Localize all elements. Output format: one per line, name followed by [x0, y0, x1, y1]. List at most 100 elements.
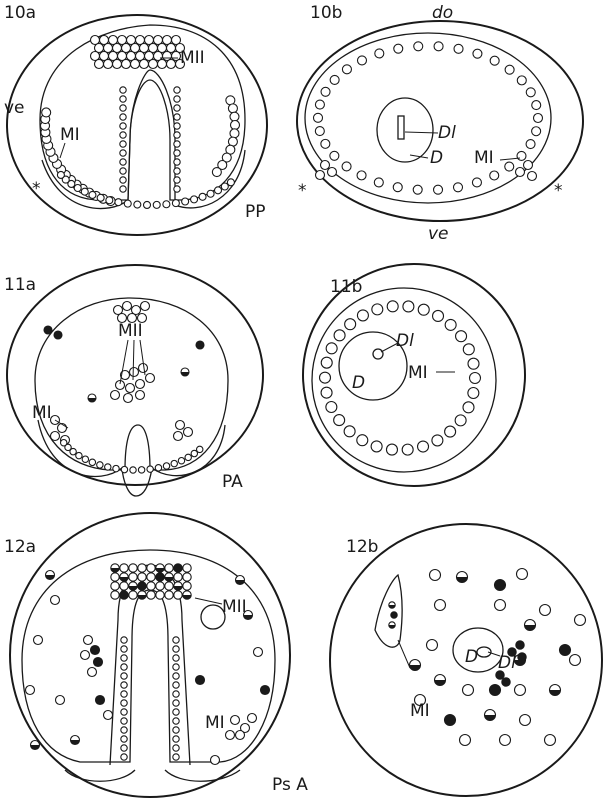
cell [520, 715, 531, 726]
cell [88, 668, 97, 677]
cell [182, 198, 189, 205]
label-d-10b: D [430, 148, 443, 168]
stage-label-pp: PP [245, 202, 266, 222]
cell [315, 100, 324, 109]
mesoderm-cells-10b [314, 42, 543, 194]
cell-shading [457, 577, 468, 583]
cell [156, 582, 164, 590]
cell [26, 686, 35, 695]
cell [120, 123, 126, 129]
cell [456, 331, 467, 342]
figure-number-11a: 11a [4, 275, 36, 295]
nucleus-d-10b [377, 98, 433, 162]
cell [97, 462, 103, 468]
cell [147, 564, 155, 572]
cell [121, 637, 127, 643]
cell [173, 700, 179, 706]
cell [191, 196, 198, 203]
cell [167, 60, 176, 69]
cell [120, 564, 128, 572]
cell [570, 655, 581, 666]
cell [502, 678, 510, 686]
label-m1-12a: MI [205, 713, 225, 733]
label-do-10b: do [432, 3, 453, 23]
cell [174, 168, 180, 174]
cell [147, 573, 155, 581]
cell [130, 467, 136, 473]
cell [138, 573, 146, 581]
figure-number-12a: 12a [4, 537, 36, 557]
cell [230, 129, 239, 138]
cell [321, 387, 332, 398]
cell [120, 141, 126, 147]
cell [374, 178, 383, 187]
cell [104, 60, 113, 69]
cell [120, 150, 126, 156]
cell [231, 121, 240, 130]
cell [178, 457, 184, 463]
cell [121, 691, 127, 697]
label-m2-11a: MII [118, 321, 143, 341]
cell [124, 394, 133, 403]
cell [136, 380, 145, 389]
cell [386, 444, 397, 455]
label-m1-10a: MI [60, 125, 80, 145]
cell [326, 343, 337, 354]
stage-label-pa: PA [222, 472, 243, 492]
cell [97, 194, 104, 201]
cell [174, 105, 180, 111]
cell [517, 569, 528, 580]
cell [147, 582, 155, 590]
cell [131, 60, 140, 69]
cell [524, 161, 533, 170]
cell [183, 573, 191, 581]
cell [120, 159, 126, 165]
cell [468, 387, 479, 398]
cell [413, 185, 422, 194]
figure-11a: 11a MII MI [4, 265, 263, 496]
cell [418, 441, 429, 452]
cell [393, 183, 402, 192]
cell [121, 745, 127, 751]
cell [74, 185, 81, 192]
cell [51, 596, 60, 605]
cell [120, 168, 126, 174]
cell [111, 591, 119, 599]
cell [173, 754, 179, 760]
cell [515, 685, 526, 696]
cell [130, 368, 139, 377]
cell [174, 96, 180, 102]
outer-membrane-12a [10, 513, 290, 797]
cell [528, 172, 537, 181]
cell [185, 454, 191, 460]
cell [230, 112, 239, 121]
cell [89, 191, 96, 198]
cell [434, 185, 443, 194]
leader-line [500, 158, 520, 160]
cell [121, 718, 127, 724]
cell [344, 426, 355, 437]
cell [345, 319, 356, 330]
cell [460, 735, 471, 746]
cell [173, 718, 179, 724]
cell [215, 187, 222, 194]
cell [463, 685, 474, 696]
cell [357, 171, 366, 180]
figure-10b: 10b do Dl D MI * * ve [297, 3, 583, 244]
cell [174, 114, 180, 120]
label-d-11b: D [352, 373, 365, 393]
cell [468, 358, 479, 369]
cell [454, 44, 463, 53]
cell [165, 591, 173, 599]
cell [199, 193, 206, 200]
cell [463, 344, 474, 355]
mesoderm-cells-10a [41, 36, 240, 209]
cell [138, 582, 146, 590]
cell [173, 709, 179, 715]
cell [330, 151, 339, 160]
cell [261, 686, 270, 695]
figure-number-12b: 12b [346, 537, 378, 557]
mesoderm-cells-11b [320, 301, 481, 455]
cell [121, 736, 127, 742]
cell [463, 402, 474, 413]
